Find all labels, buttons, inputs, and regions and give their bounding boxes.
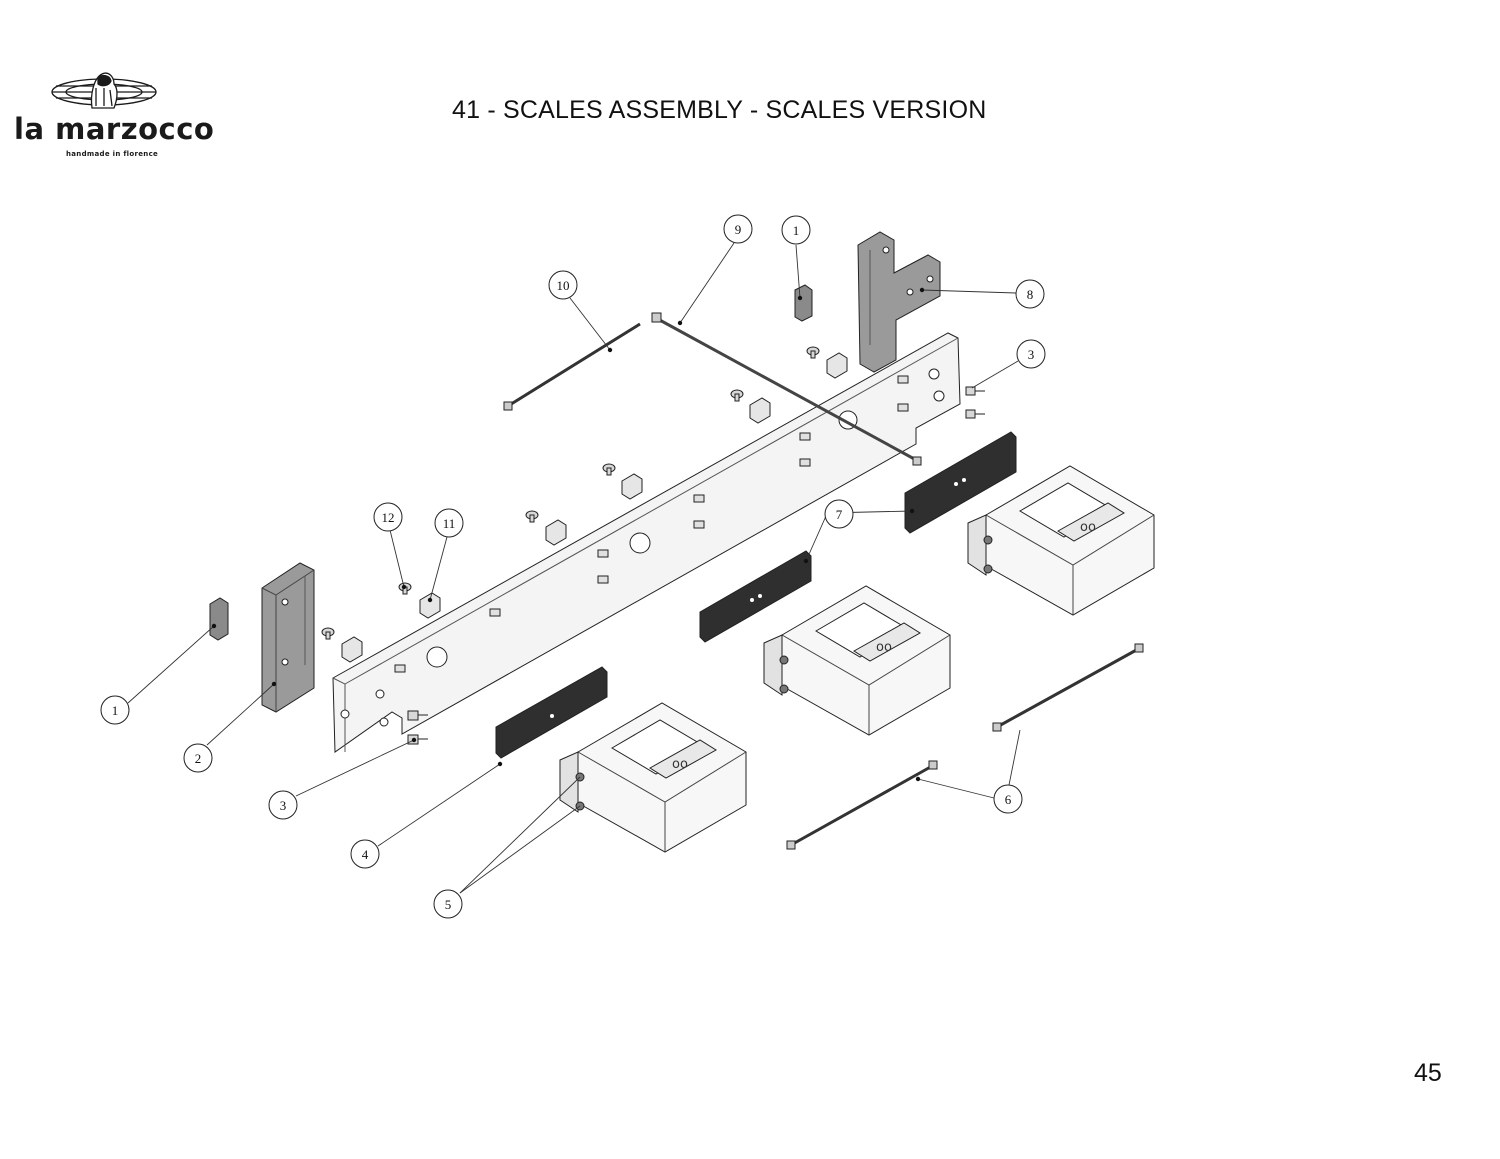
svg-text:oo: oo	[1080, 520, 1096, 535]
dark-plate-part-4	[495, 666, 608, 759]
washers-part-11	[341, 352, 848, 663]
callout-2: 2	[183, 743, 213, 773]
load-cell-box-2: oo	[763, 585, 951, 736]
rod-part-6-a	[992, 643, 1144, 732]
callout-8: 8	[1015, 279, 1045, 309]
svg-text:2: 2	[195, 751, 202, 766]
callout-4: 4	[350, 839, 380, 869]
brand-name: la marzocco	[14, 112, 215, 146]
svg-text:3: 3	[280, 798, 287, 813]
block-part-1-top	[794, 284, 813, 322]
svg-text:3: 3	[1028, 347, 1035, 362]
screws-part-12	[321, 346, 820, 640]
la-marzocco-logo	[51, 72, 157, 109]
dark-plate-part-7-b	[904, 431, 1017, 534]
main-bracket	[332, 332, 961, 753]
load-cell-box-3: oo	[967, 465, 1155, 616]
page-title: 41 - SCALES ASSEMBLY - SCALES VERSION	[452, 96, 987, 124]
plate-part-2	[261, 562, 315, 713]
rod-part-10	[503, 322, 641, 411]
svg-text:6: 6	[1005, 792, 1012, 807]
callout-3-bottom: 3	[268, 790, 298, 820]
svg-text:9: 9	[735, 222, 742, 237]
svg-text:8: 8	[1027, 287, 1034, 302]
svg-text:4: 4	[362, 847, 369, 862]
svg-text:oo: oo	[876, 640, 892, 655]
svg-text:10: 10	[557, 278, 570, 293]
callout-1-left: 1	[100, 695, 130, 725]
svg-text:12: 12	[382, 510, 395, 525]
page-number: 45	[1414, 1059, 1442, 1087]
load-cell-box-1: oo	[559, 702, 747, 853]
callout-7: 7	[824, 499, 854, 529]
svg-text:5: 5	[445, 897, 452, 912]
svg-text:7: 7	[836, 507, 843, 522]
callout-11: 11	[434, 508, 464, 538]
callout-5: 5	[433, 889, 463, 919]
dark-plate-part-7-a	[699, 550, 812, 643]
callout-3-right: 3	[1016, 339, 1046, 369]
rod-part-9	[651, 312, 922, 466]
block-part-1-left	[209, 597, 229, 641]
leader-lines	[127, 242, 1021, 894]
leader-dots	[211, 287, 925, 782]
svg-text:1: 1	[112, 703, 119, 718]
bracket-part-8	[857, 231, 941, 373]
callout-1-top: 1	[781, 215, 811, 245]
svg-text:1: 1	[793, 223, 800, 238]
callout-6: 6	[993, 784, 1023, 814]
callout-9: 9	[723, 214, 753, 244]
svg-text:oo: oo	[672, 757, 688, 772]
svg-text:11: 11	[443, 516, 456, 531]
callout-12: 12	[373, 502, 403, 532]
bolts-part-3	[407, 386, 985, 745]
brand-tagline: handmade in florence	[66, 150, 159, 158]
globe-lion-icon	[51, 72, 157, 109]
callout-10: 10	[548, 270, 578, 300]
rod-part-6-b	[786, 760, 938, 850]
